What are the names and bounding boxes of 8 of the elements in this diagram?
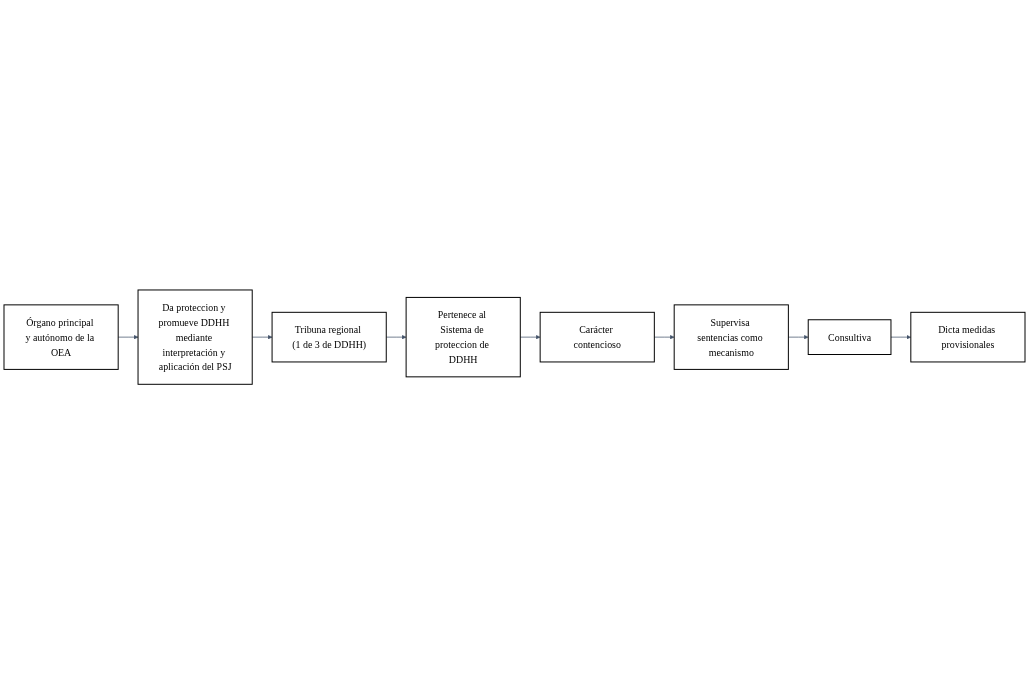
node-box: Pertenece al Sistema de proteccion de DDHH — [405, 297, 521, 378]
node-box: Dicta medidas provisionales — [910, 312, 1026, 363]
node-box: Consultiva — [807, 319, 892, 356]
node-box: Carácter contencioso — [539, 312, 655, 363]
node-box: Órgano principal y autónomo de la OEA — [3, 304, 119, 371]
node-box: Supervisa sentencias como mecanismo — [673, 304, 789, 371]
node-box: Da proteccion y promueve DDHH mediante interpretación y aplicación del PSJ — [137, 289, 253, 386]
node-box: Tribuna regional (1 de 3 de DDHH) — [271, 312, 387, 363]
